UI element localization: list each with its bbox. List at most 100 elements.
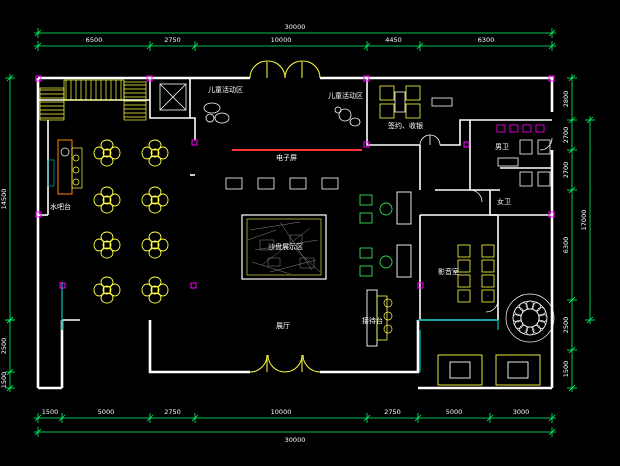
room-labels: 儿童活动区 儿童活动区 签约、收银 男卫 女卫 水吧台 电子屏 沙盘展示区 展厅… (50, 85, 511, 330)
kids-area-left-toys (203, 102, 230, 124)
exterior-walls (36, 76, 554, 390)
dim-tick (146, 414, 154, 422)
chair (157, 193, 169, 207)
chair (109, 193, 121, 207)
table-top (102, 240, 112, 250)
rug-petal (538, 313, 548, 323)
table-set (93, 231, 121, 259)
sand-table-road (249, 221, 301, 231)
table-set (141, 231, 169, 259)
sand-table-road (279, 221, 313, 271)
main-entrance-top (249, 60, 321, 79)
dim-label: 2500 (562, 317, 570, 334)
sofa-seating (359, 191, 412, 278)
table-top (102, 148, 112, 158)
rug-petal (525, 300, 535, 310)
rug-petal (536, 307, 546, 316)
negotiation-table-sets (93, 139, 169, 304)
label-e-screen: 电子屏 (276, 153, 297, 162)
label-kids-area-left: 儿童活动区 (208, 85, 243, 94)
chair (148, 247, 162, 259)
dim-tick (6, 368, 14, 376)
dim-label: 1500 (0, 372, 8, 389)
chair (100, 231, 114, 243)
table-top (102, 195, 112, 205)
table-top (150, 195, 160, 205)
sand-table-road (261, 227, 311, 266)
chair (148, 292, 162, 304)
dim-label: 6300 (478, 36, 495, 44)
dim-label: 4450 (385, 36, 402, 44)
dim-label: 10000 (271, 36, 292, 44)
info-kiosks (225, 177, 339, 190)
water-bar-counter (47, 139, 83, 195)
dim-tick (363, 414, 371, 422)
dim-tick (568, 346, 576, 354)
chair (100, 292, 114, 304)
label-mens-toilet: 男卫 (495, 143, 509, 151)
table-top (150, 148, 160, 158)
dim-tick (568, 384, 576, 392)
label-kids-area-right: 儿童活动区 (328, 91, 363, 100)
chair (109, 146, 121, 160)
dim-tick (548, 42, 556, 50)
label-hall: 展厅 (276, 322, 290, 330)
chair (109, 283, 121, 297)
dim-label: 6300 (562, 237, 570, 254)
table-top (150, 285, 160, 295)
chair (141, 193, 153, 207)
dim-tick (416, 42, 424, 50)
table-set (141, 139, 169, 167)
glazing-lines (61, 282, 499, 372)
main-entrance-bottom (249, 354, 321, 373)
label-sign-cashier: 签约、收银 (388, 121, 423, 130)
dim-tick (548, 29, 556, 37)
dim-tick (586, 316, 594, 324)
rug-petal (519, 324, 528, 334)
dim-tick (146, 42, 154, 50)
table-top (150, 240, 160, 250)
table-top (102, 285, 112, 295)
chair (157, 146, 169, 160)
chair (141, 146, 153, 160)
chair (100, 139, 114, 151)
sand-table-model (241, 214, 327, 280)
dim-label: 5000 (98, 408, 115, 416)
rug-petal (532, 302, 541, 312)
dim-tick (568, 296, 576, 304)
rug-petal (525, 326, 535, 336)
dim-tick (191, 42, 199, 50)
sand-table-road (254, 239, 319, 251)
dim-tick (586, 116, 594, 124)
theater-seating (457, 244, 495, 303)
rug-petal (532, 324, 541, 334)
rug-petal (514, 307, 524, 316)
dim-label: 6500 (86, 36, 103, 44)
dim-tick (363, 42, 371, 50)
dim-tick (34, 428, 42, 436)
dim-tick (6, 74, 14, 82)
dim-label: 2700 (562, 127, 570, 144)
dim-tick (34, 42, 42, 50)
chair (100, 276, 114, 288)
elevator-shaft (159, 83, 187, 111)
kids-area-right-toys (334, 106, 361, 127)
dim-label: 1500 (42, 408, 59, 416)
dim-label: 17000 (580, 210, 588, 231)
dim-label: 1500 (562, 361, 570, 378)
dim-label: 2500 (0, 338, 8, 355)
dim-tick (6, 384, 14, 392)
dim-tick (486, 414, 494, 422)
chair (93, 193, 105, 207)
small-doors (419, 134, 553, 313)
chair (148, 276, 162, 288)
chair (93, 146, 105, 160)
label-womens-toilet: 女卫 (497, 197, 511, 206)
chair (141, 283, 153, 297)
dim-label: 30000 (285, 436, 306, 444)
lounge-sets (437, 354, 541, 386)
dim-label: 3000 (513, 408, 530, 416)
sand-table-block (259, 239, 275, 251)
